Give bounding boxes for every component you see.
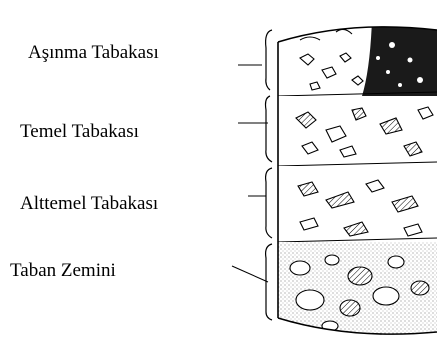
brace-wearing xyxy=(266,30,272,90)
brace-subbase xyxy=(266,168,272,238)
leader-line-subgrade xyxy=(232,266,268,282)
brace-subgrade xyxy=(266,244,272,320)
pavement-cylinder xyxy=(278,20,437,342)
leader-lines xyxy=(232,65,268,282)
layer-braces xyxy=(266,30,273,320)
brace-base xyxy=(266,96,273,162)
